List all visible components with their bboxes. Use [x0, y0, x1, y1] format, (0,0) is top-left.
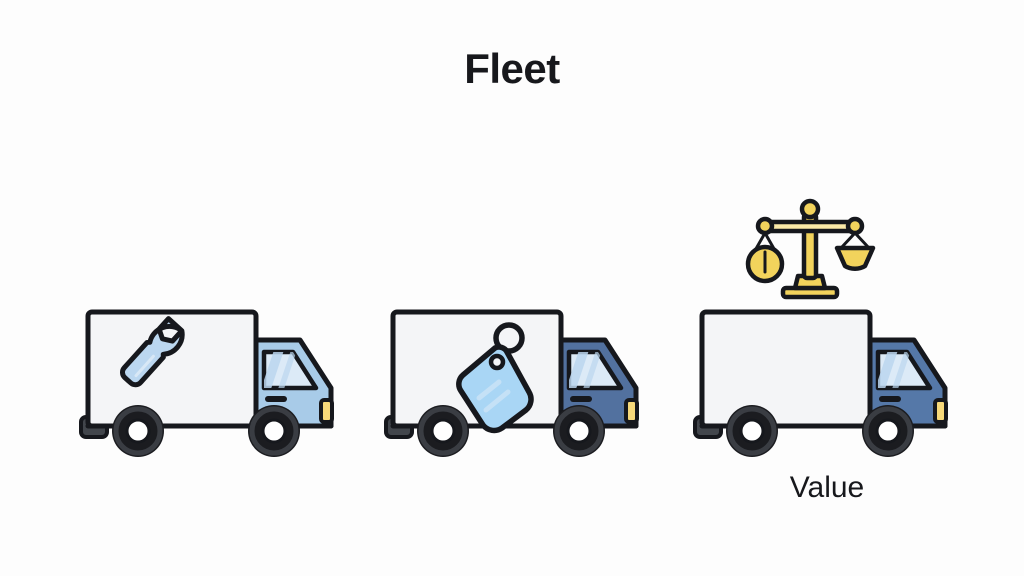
- headlight: [319, 398, 334, 424]
- front-wheel: [248, 405, 300, 457]
- window-highlight: [878, 352, 911, 388]
- front-wheel: [862, 405, 914, 457]
- window-highlight: [264, 352, 297, 388]
- front-wheel: [553, 405, 605, 457]
- door-handle: [265, 396, 287, 402]
- tag-highlight: [476, 379, 511, 413]
- cargo-box: [85, 309, 259, 429]
- headlight: [624, 398, 639, 424]
- balance-scale-icon: [745, 192, 876, 302]
- rear-wheel: [112, 405, 164, 457]
- price-tag-icon: [456, 322, 534, 434]
- scale-foot: [792, 273, 828, 291]
- truck-graphic: [79, 309, 334, 457]
- truck-maintenance: [78, 300, 348, 460]
- page-title: Fleet: [464, 45, 560, 92]
- scale-left-knob: [755, 216, 775, 236]
- window-highlight: [569, 352, 602, 388]
- truck-graphic: [384, 309, 639, 457]
- rear-wheel: [417, 405, 469, 457]
- scale-right-pan: [834, 245, 876, 271]
- headlight: [933, 398, 948, 424]
- rear-wheel: [726, 405, 778, 457]
- tag-body: [456, 344, 534, 434]
- scale-graphic: [745, 198, 876, 300]
- tag-grommet: [488, 353, 506, 371]
- truck-value: [692, 300, 962, 460]
- scale-beam: [758, 219, 862, 234]
- cargo-box: [699, 309, 873, 429]
- truck-graphic: [693, 309, 948, 457]
- scale-right-knob: [845, 216, 865, 236]
- scale-right-strings: [839, 231, 871, 250]
- door-handle: [879, 396, 901, 402]
- wrench-icon: [120, 316, 185, 388]
- truck-pricing: [383, 300, 653, 460]
- value-caption: Value: [789, 471, 865, 504]
- scale-finial: [799, 198, 821, 220]
- door-handle: [570, 396, 592, 402]
